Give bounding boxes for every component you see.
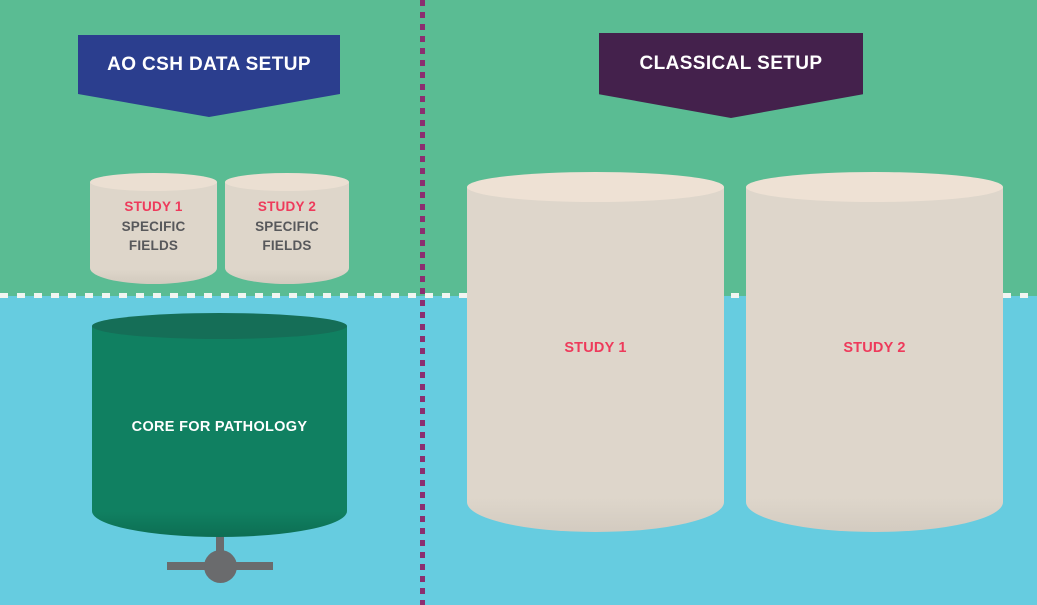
study2-specific-fields-cylinder: STUDY 2 SPECIFIC FIELDS <box>225 173 349 284</box>
cylinder-top-ellipse <box>467 172 724 202</box>
classical-study1-label: STUDY 1 <box>564 340 627 356</box>
cylinder-top-ellipse <box>225 173 349 191</box>
study2-subtitle-line1: SPECIFIC <box>255 219 319 234</box>
classical-banner-label: CLASSICAL SETUP <box>639 52 823 74</box>
cylinder-body <box>90 182 217 284</box>
study1-subtitle-line1: SPECIFIC <box>121 219 186 234</box>
connector-hub <box>204 550 237 583</box>
study1-title: STUDY 1 <box>124 199 183 214</box>
cylinder-text: STUDY 2 SPECIFIC FIELDS <box>225 199 349 255</box>
cylinder-top-ellipse <box>90 173 217 191</box>
core-for-pathology-cylinder: CORE FOR PATHOLOGY <box>92 313 347 537</box>
cylinder-body <box>225 182 349 284</box>
classical-study2-label: STUDY 2 <box>843 340 906 356</box>
classical-study2-cylinder: STUDY 2 <box>746 172 1003 532</box>
cylinder-top-ellipse <box>92 313 347 339</box>
cylinder-body <box>92 326 347 537</box>
cylinder-top-ellipse <box>746 172 1003 202</box>
network-connector-icon <box>167 535 273 583</box>
study2-subtitle-line2: FIELDS <box>262 238 312 253</box>
study2-title: STUDY 2 <box>257 199 317 214</box>
cylinder-body <box>746 187 1003 532</box>
core-cylinder-label: CORE FOR PATHOLOGY <box>131 419 308 435</box>
ao-csh-banner-label: AO CSH DATA SETUP <box>107 53 311 75</box>
vertical-dotted-divider <box>420 0 425 605</box>
study1-subtitle-line2: FIELDS <box>128 238 179 253</box>
connector-stem <box>216 535 224 559</box>
cylinder-body <box>467 187 724 532</box>
classical-study1-cylinder: STUDY 1 <box>467 172 724 532</box>
cylinder-text: STUDY 1 SPECIFIC FIELDS <box>90 199 217 255</box>
study1-specific-fields-cylinder: STUDY 1 SPECIFIC FIELDS <box>90 173 217 284</box>
